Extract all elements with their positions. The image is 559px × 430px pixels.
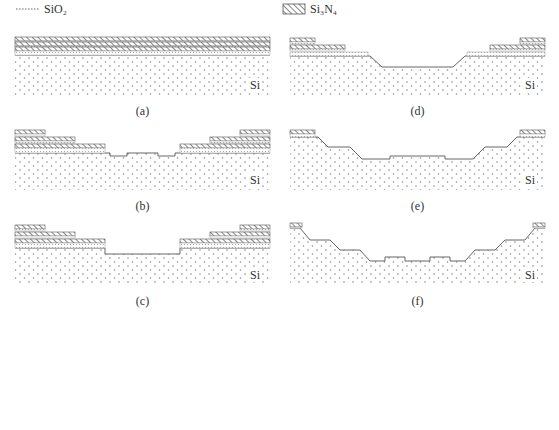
panel-label: (e) — [411, 199, 424, 213]
silicon-substrate — [15, 248, 270, 285]
nitride-layer — [533, 223, 545, 227]
nitride-layer — [520, 38, 545, 42]
nitride-layer — [15, 144, 105, 148]
oxide-layer — [15, 229, 45, 231]
oxide-layer — [490, 49, 545, 51]
nitride-layer — [15, 137, 75, 141]
oxide-sample — [16, 8, 40, 10]
nitride-layer — [290, 45, 345, 49]
nitride-sample — [283, 4, 305, 14]
nitride-layer — [520, 130, 545, 134]
nitride-layer — [15, 130, 45, 134]
oxide-layer — [290, 42, 315, 44]
panel-label: (d) — [411, 104, 425, 118]
nitride-layer — [240, 130, 270, 134]
nitride-layer — [180, 144, 270, 148]
nitride-layer — [180, 239, 270, 243]
oxide-layer — [533, 227, 545, 228]
oxide-layer — [520, 42, 545, 44]
material-label: Si — [248, 78, 262, 92]
silicon-substrate — [15, 153, 270, 190]
panel-label: (f) — [412, 294, 424, 308]
panel-label: (a) — [136, 104, 149, 118]
oxide-layer — [290, 52, 368, 56]
cross-sections — [15, 37, 545, 285]
legend-text: SiO₂ — [44, 2, 67, 16]
silicon-surface — [290, 56, 545, 67]
nitride-layer — [290, 130, 315, 134]
oxide-layer — [15, 134, 45, 136]
material-label: Si — [523, 173, 537, 187]
panel-label: (b) — [136, 199, 150, 213]
silicon-substrate — [290, 56, 545, 95]
material-label: Si — [523, 268, 537, 282]
material-label: Si — [248, 173, 262, 187]
oxide-layer — [180, 148, 270, 153]
nitride-layer — [15, 47, 270, 51]
nitride-layer — [15, 225, 45, 229]
oxide-layer — [210, 141, 270, 143]
silicon-substrate — [290, 228, 545, 285]
oxide-layer — [15, 243, 105, 248]
nitride-layer — [290, 38, 315, 42]
nitride-layer — [210, 137, 270, 141]
silicon-surface — [15, 248, 270, 254]
oxide-layer — [467, 52, 545, 56]
nitride-layer — [15, 239, 105, 243]
nitride-layer — [240, 225, 270, 229]
panel-label: (c) — [136, 294, 149, 308]
nitride-layer — [15, 42, 270, 46]
oxide-layer — [290, 49, 345, 51]
oxide-layer — [290, 134, 315, 137]
nitride-layer — [15, 232, 75, 236]
oxide-layer — [180, 243, 270, 248]
oxide-layer — [240, 134, 270, 136]
oxide-layer — [210, 236, 270, 238]
oxide-layer — [240, 229, 270, 231]
nitride-layer — [15, 37, 270, 41]
material-label: Si — [248, 268, 262, 282]
nitride-layer — [490, 45, 545, 49]
silicon-substrate — [290, 137, 545, 190]
oxide-layer — [15, 141, 75, 143]
material-label: Si — [523, 78, 537, 92]
nitride-layer — [290, 223, 302, 227]
oxide-layer — [520, 134, 545, 137]
oxide-layer — [15, 148, 105, 153]
nitride-layer — [210, 232, 270, 236]
oxide-layer — [15, 51, 270, 55]
silicon-surface — [290, 137, 545, 159]
silicon-surface — [290, 228, 545, 261]
legend-text: Si₃N₄ — [310, 2, 337, 16]
oxide-layer — [290, 227, 302, 228]
silicon-surface — [15, 153, 270, 156]
oxide-layer — [15, 236, 75, 238]
silicon-substrate — [15, 55, 270, 95]
